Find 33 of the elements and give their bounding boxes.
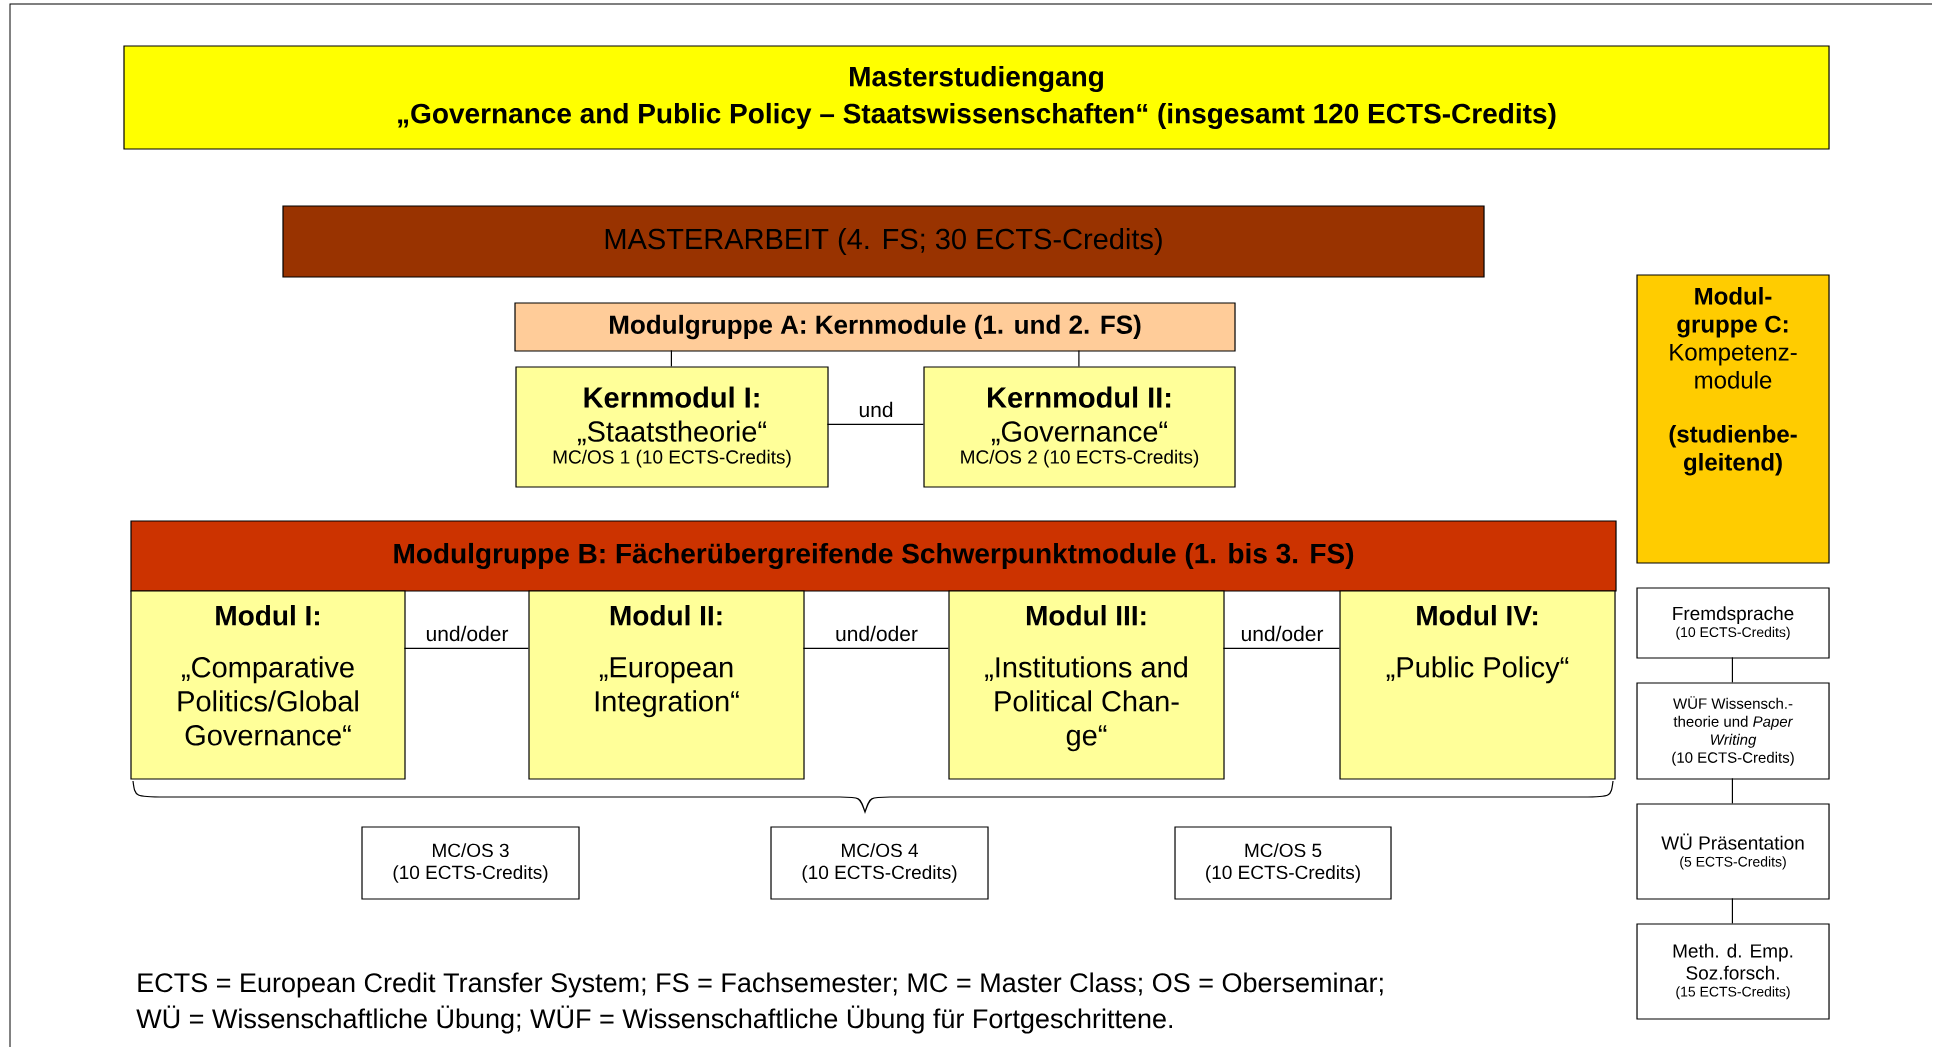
edge-label: und/oder (1239, 624, 1325, 643)
connector-line (403, 647, 529, 649)
module-box: Kernmodul II: „Governance“ MC/OS 2 (10 ECTS-Credits) (923, 366, 1236, 488)
group-box: Modul- gruppe C: Kompetenz- module (studienbe- gleitend) (1636, 274, 1830, 564)
module-box: Kernmodul I: „Staatstheorie“ MC/OS 1 (10 ECTS-Credits) (515, 366, 829, 488)
group-header-bar: Modulgruppe B: Fächerübergreifende Schwerpunktmodule (1. bis 3. FS) (130, 520, 1617, 592)
connector-line (670, 349, 672, 367)
module-box: Modul III: „Institutions and Political Chan- ge“ (948, 590, 1225, 780)
credit-box: WÜ Präsentation (5 ECTS-Credits) (1636, 803, 1830, 900)
edge-label: und/oder (424, 624, 510, 643)
title-banner: Masterstudiengang „Governance and Public Policy – Staatswissenschaften“ (insgesamt 120 ECTS-Credits) (123, 45, 1830, 150)
connector-line (1078, 349, 1080, 367)
edge-label: und/oder (834, 624, 919, 643)
thesis-banner: MASTERARBEIT (4. FS; 30 ECTS-Credits) (282, 205, 1485, 278)
connector-line (802, 647, 949, 649)
connector-line (1222, 647, 1340, 649)
footnote-text: WÜ = Wissenschaftliche Übung; WÜF = Wissenschaftliche Übung für Fortgeschrittene. (136, 1005, 1172, 1034)
group-header-bar: Modulgruppe A: Kernmodule (1. und 2. FS) (514, 302, 1236, 352)
credit-box: MC/OS 3 (10 ECTS-Credits) (361, 826, 580, 900)
module-box: Modul IV: „Public Policy“ (1339, 590, 1616, 780)
connector-line (1731, 656, 1733, 683)
connector-line (1731, 777, 1733, 804)
credit-box: Meth. d. Emp. Soz.forsch. (15 ECTS-Credits) (1636, 923, 1830, 1020)
credit-box: WÜF Wissensch.- theorie und Paper Writing (10 ECTS-Credits) (1636, 682, 1830, 780)
connector-line (1731, 897, 1733, 924)
module-box: Modul I: „Comparative Politics/Global Governance“ (130, 590, 406, 780)
credit-box: Fremdsprache (10 ECTS-Credits) (1636, 587, 1830, 659)
module-box: Modul II: „European Integration“ (528, 590, 805, 780)
connector-line (826, 423, 924, 425)
credit-box: MC/OS 4 (10 ECTS-Credits) (770, 826, 989, 900)
credit-box: MC/OS 5 (10 ECTS-Credits) (1174, 826, 1392, 900)
footnote-text: ECTS = European Credit Transfer System; FS = Fachsemester; MC = Master Class; OS = Oberseminar; (138, 972, 1383, 998)
edge-label: und (857, 400, 895, 419)
